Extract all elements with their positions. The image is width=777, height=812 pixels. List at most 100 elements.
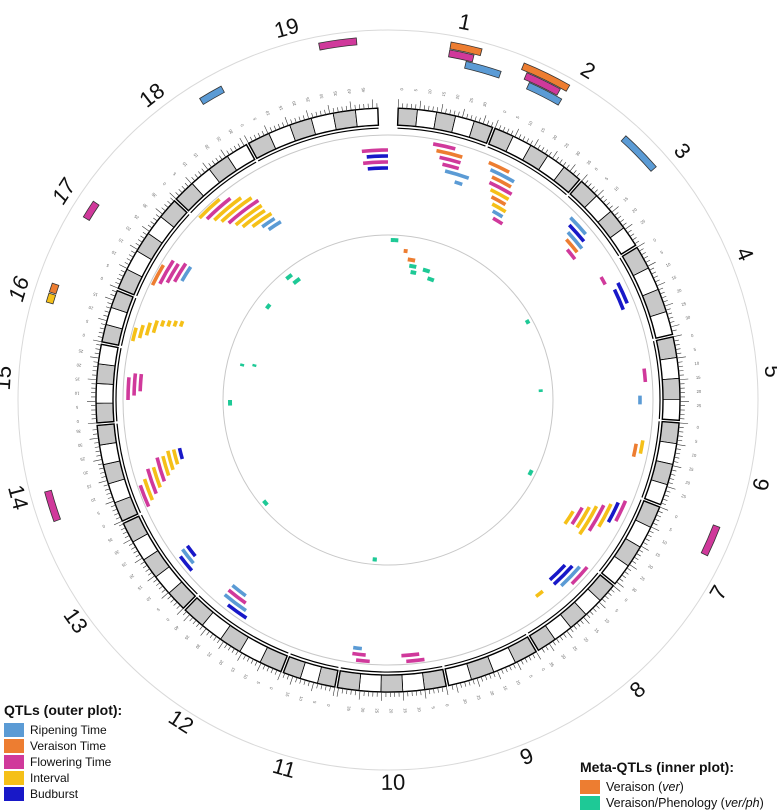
chromosome-ticks — [109, 197, 175, 289]
chromosome-label-13: 13 — [59, 603, 94, 637]
qtl-bar — [220, 196, 253, 223]
chromosome-band — [415, 109, 438, 130]
chromosome-ticks — [661, 422, 689, 506]
position-tick-label: 40 — [173, 625, 180, 632]
position-tick-label: 15 — [688, 466, 694, 472]
chromosome-baseline — [641, 421, 660, 498]
chromosome-ticks — [118, 523, 184, 615]
position-tick-label: 20 — [489, 690, 495, 697]
position-tick-label: 0 — [99, 275, 104, 281]
position-tick-label: 25 — [563, 141, 570, 148]
position-tick-label: 20 — [685, 480, 691, 486]
qtl-bar — [172, 320, 178, 328]
qtl-bar — [565, 238, 579, 254]
chromosome-baseline — [136, 214, 190, 297]
chromosome-baseline — [397, 127, 486, 147]
qtl-bar — [567, 223, 586, 243]
chromosome-ticks — [89, 429, 123, 526]
chromosome-baseline — [619, 257, 654, 339]
chromosome-baseline — [487, 146, 567, 196]
meta-qtl-mark — [422, 267, 431, 274]
qtl-bar — [165, 262, 180, 284]
qtl-bar — [151, 466, 162, 489]
chromosome-baseline — [444, 633, 527, 667]
chromosome-12-outline — [184, 596, 289, 673]
position-tick-label: 0 — [696, 425, 699, 430]
position-tick-label: 10 — [145, 596, 152, 603]
position-tick-label: 0 — [674, 514, 679, 520]
chromosome-band — [96, 423, 117, 446]
position-tick-label: 30 — [141, 202, 148, 209]
position-tick-label: 35 — [150, 191, 157, 198]
position-tick-label: 15 — [441, 91, 447, 97]
chromosome-band — [644, 479, 668, 506]
position-tick-label: 15 — [593, 627, 600, 634]
position-tick-label: 20 — [696, 389, 701, 394]
outer-qtl-block-chr14 — [44, 489, 62, 523]
qtl-bar — [181, 548, 195, 565]
qtl-bar — [587, 504, 606, 532]
position-tick-label: 10 — [417, 707, 423, 713]
position-tick-label: 10 — [110, 249, 117, 256]
position-tick-label: 5 — [669, 527, 674, 533]
chromosome-baseline — [140, 514, 198, 595]
qtl-bar — [226, 603, 248, 620]
chromosome-band — [358, 673, 382, 693]
chromosome-baseline — [198, 595, 289, 654]
legend-label-meta-verph: Veraison/Phenology (ver/ph) — [606, 796, 764, 810]
position-tick-label: 20 — [291, 100, 297, 107]
position-tick-label: 30 — [574, 150, 581, 157]
qtl-bar — [241, 208, 266, 229]
qtl-bar — [548, 563, 567, 582]
meta-qtl-mark — [527, 469, 534, 477]
qtl-bar — [126, 377, 131, 401]
position-tick-label: 25 — [206, 651, 213, 658]
legend-label-veraison: Veraison Time — [30, 739, 107, 753]
position-tick-label: 5 — [413, 88, 418, 91]
chromosome-label-14: 14 — [3, 482, 33, 512]
chromosome-ticks — [92, 289, 117, 343]
position-tick-label: 10 — [74, 391, 79, 396]
legend-swatch-veraison — [4, 739, 24, 753]
position-tick-label: 15 — [86, 484, 93, 490]
qtl-bar — [492, 216, 504, 226]
position-tick-label: 10 — [427, 89, 433, 95]
qtl-bar — [366, 154, 389, 159]
position-tick-label: 20 — [203, 143, 210, 150]
position-tick-label: 15 — [539, 126, 546, 133]
qtl-bar — [267, 220, 282, 232]
qtl-bar — [606, 501, 620, 524]
position-tick-label: 25 — [215, 135, 222, 142]
qtl-bar — [251, 211, 273, 229]
chromosome-9-outline — [444, 635, 538, 687]
chromosome-band — [380, 674, 404, 693]
chromosome-ticks — [397, 99, 494, 127]
qtl-bar — [436, 148, 463, 159]
qtl-bar — [138, 373, 144, 392]
position-tick-label: 10 — [264, 110, 271, 117]
meta-qtl-mark — [285, 273, 294, 281]
chromosome-baseline — [257, 127, 379, 162]
position-tick-label: 35 — [585, 159, 592, 166]
position-tick-label: 10 — [604, 617, 611, 624]
legend-swatch-meta-ver — [580, 780, 600, 794]
qtl-bar — [614, 500, 628, 522]
position-tick-label: 35 — [107, 537, 114, 544]
position-tick-label: 5 — [693, 347, 697, 352]
position-tick-label: 5 — [695, 439, 699, 444]
position-tick-label: 25 — [681, 493, 688, 499]
legend-swatch-meta-verph — [580, 796, 600, 810]
outer-qtl-block-chr16 — [45, 292, 57, 305]
position-tick-label: 15 — [230, 667, 237, 674]
chromosome-ticks — [336, 686, 449, 701]
position-tick-label: 15 — [192, 152, 199, 159]
position-tick-label: 15 — [696, 375, 702, 380]
meta-qtl-mark — [262, 499, 269, 507]
chromosome-label-17: 17 — [46, 174, 81, 209]
position-tick-label: 30 — [318, 93, 324, 99]
qtl-bar — [570, 506, 584, 526]
qtl-bar — [223, 593, 247, 613]
meta-qtl-mark — [426, 276, 435, 283]
qtl-bar — [616, 282, 629, 305]
